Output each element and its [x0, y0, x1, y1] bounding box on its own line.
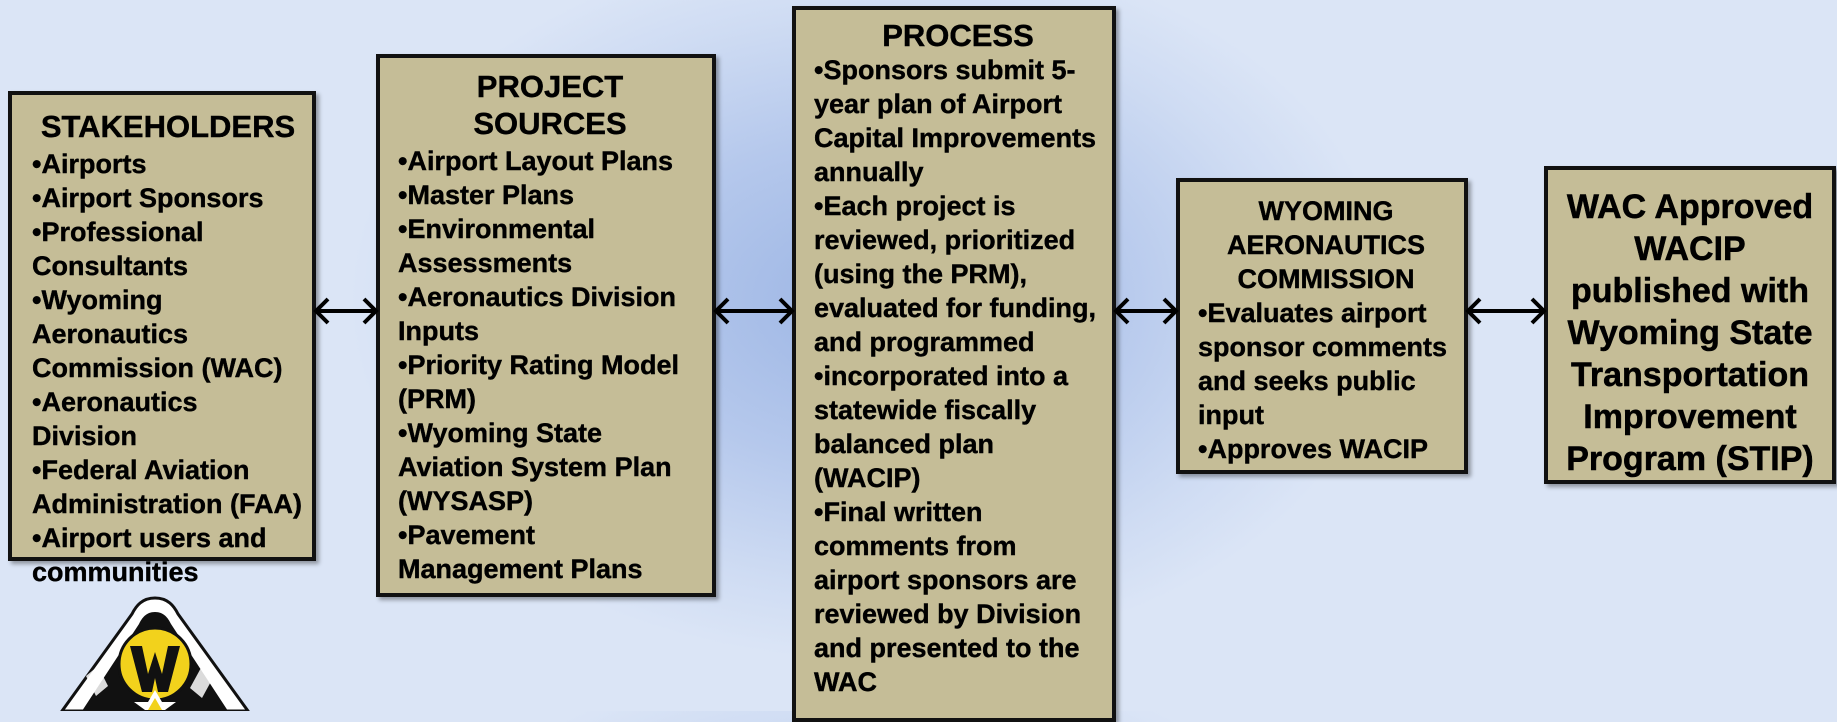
list-item: incorporated into a statewide fiscally b… — [814, 359, 1102, 495]
project-sources-box: PROJECT SOURCES Airport Layout Plans Mas… — [376, 54, 716, 597]
list-item: Evaluates airport sponsor comments and s… — [1198, 296, 1454, 432]
list-item: Master Plans — [398, 178, 702, 212]
stakeholders-box: STAKEHOLDERS Airports Airport Sponsors P… — [8, 91, 316, 587]
list-item: Federal Aviation Administration (FAA) — [32, 453, 304, 521]
list-item: Professional Consultants — [32, 215, 304, 283]
list-item: Priority Rating Model (PRM) — [398, 348, 702, 416]
double-arrow-icon — [313, 297, 379, 325]
list-item: Airport Sponsors — [32, 181, 304, 215]
list-item: Each project is reviewed, prioritized (u… — [814, 189, 1102, 359]
list-item: Aeronautics Division Inputs — [398, 280, 702, 348]
list-item: Wyoming State Aviation System Plan (WYSA… — [398, 416, 702, 518]
list-item: Sponsors submit 5-year plan of Airport C… — [814, 53, 1102, 189]
commission-list: Evaluates airport sponsor comments and s… — [1198, 296, 1454, 466]
list-item: Airport Layout Plans — [398, 144, 702, 178]
process-title: PROCESS — [882, 18, 1034, 53]
list-item: Airport users and communities — [32, 521, 304, 589]
double-arrow-icon — [1465, 297, 1547, 325]
result-text: WAC Approved WACIP published with Wyomin… — [1566, 188, 1814, 479]
list-item: Wyoming Aeronautics Commission (WAC) — [32, 283, 304, 385]
list-item: Aeronautics Division — [32, 385, 304, 453]
result-box: WAC Approved WACIP published with Wyomin… — [1544, 166, 1836, 484]
double-arrow-icon — [1113, 297, 1179, 325]
double-arrow-icon — [713, 297, 795, 325]
project-sources-title: PROJECT SOURCES — [473, 69, 627, 141]
process-list: Sponsors submit 5-year plan of Airport C… — [814, 53, 1102, 699]
process-box: PROCESS Sponsors submit 5-year plan of A… — [792, 6, 1116, 722]
list-item: Pavement Management Plans — [398, 518, 702, 586]
stakeholders-list: Airports Airport Sponsors Professional C… — [32, 147, 304, 589]
list-item: Final written comments from airport spon… — [814, 495, 1102, 699]
project-sources-list: Airport Layout Plans Master Plans Enviro… — [398, 144, 702, 586]
list-item: Environmental Assessments — [398, 212, 702, 280]
wydot-logo-icon — [60, 596, 250, 711]
list-item: Approves WACIP — [1198, 432, 1454, 466]
commission-box: WYOMING AERONAUTICS COMMISSION Evaluates… — [1176, 178, 1468, 474]
list-item: Airports — [32, 147, 304, 181]
commission-title: WYOMING AERONAUTICS COMMISSION — [1226, 196, 1425, 294]
stakeholders-title: STAKEHOLDERS — [40, 109, 296, 144]
